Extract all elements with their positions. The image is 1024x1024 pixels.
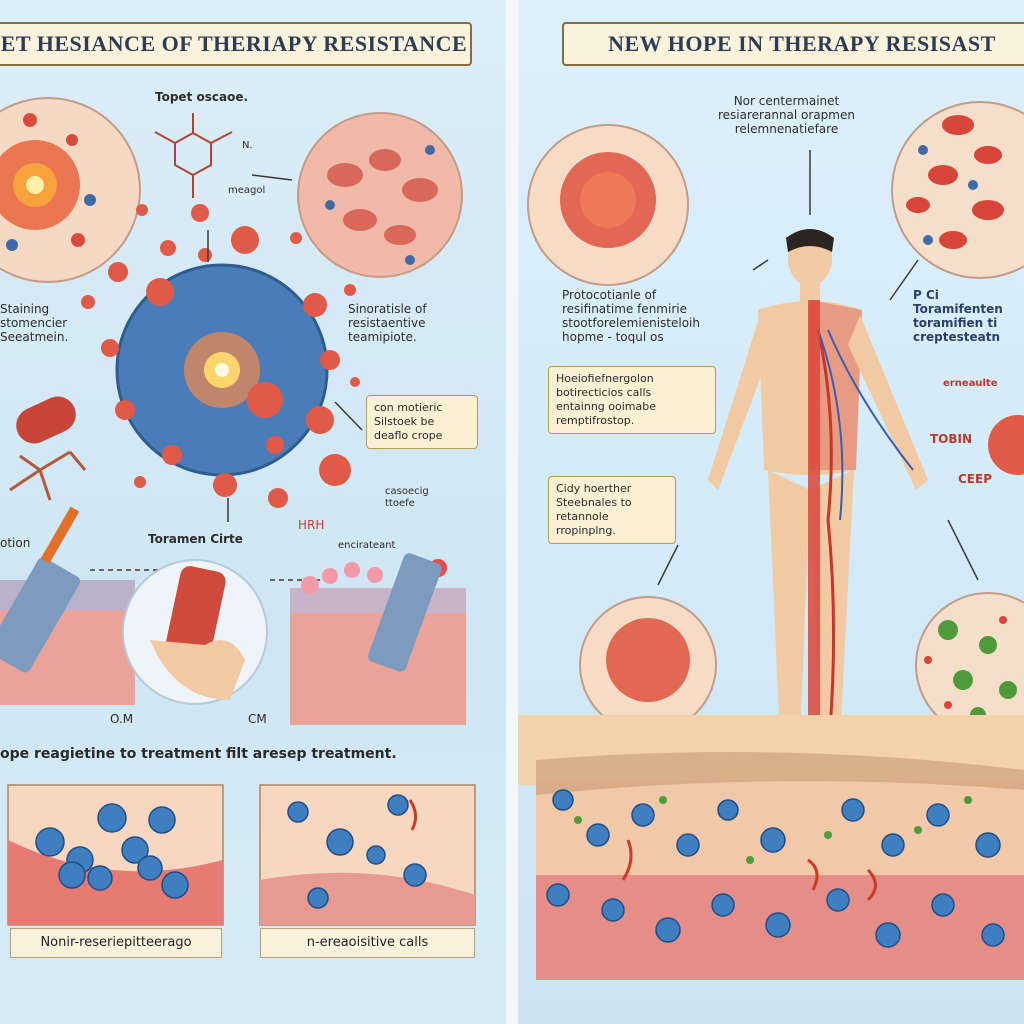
label-hrh: HRH (298, 518, 325, 532)
left-caption-line: ope reagietine to treatment filt aresep … (0, 746, 397, 762)
blood-cells-circle (891, 101, 1024, 279)
bacterium (16, 396, 76, 444)
label-staining: Staining stomencier Seeatmein. (0, 302, 69, 344)
molecule-bead (191, 204, 209, 222)
label-om: O.M (110, 712, 134, 726)
tumor-closeup-circle (0, 97, 141, 283)
central-cancer-cell (115, 263, 329, 477)
label-cascading: casoecig ttoefe (385, 486, 429, 509)
caption-box-left: Nonir-reseriepitteerago (10, 928, 222, 958)
treatment-tissue-left (0, 506, 135, 705)
tumor-closeup-circle-right (527, 124, 689, 286)
bottom-left-tissue (7, 784, 224, 926)
label-simulation: Sinoratisle of resistaentive teamipiote. (348, 302, 427, 344)
molecule-structure (154, 113, 233, 198)
label-ceep: CEEP (958, 472, 992, 486)
left-illustration (0, 97, 476, 926)
panel-divider (506, 0, 518, 1024)
right-note-box-a: Hoeiofiefnergolon botirecticios calls en… (548, 366, 716, 434)
tumor-circle-bottom-left (579, 596, 717, 734)
label-top-escape: Topet oscaoe. (155, 90, 249, 104)
right-illustration (518, 101, 1024, 980)
left-panel: ET HESIANCE OF THERIAPY RESISTANCE Topet… (0, 0, 506, 1024)
label-toramifen: P Ci Toramifenten toramifien ti creptest… (913, 288, 1003, 344)
treatment-tissue-right (290, 553, 466, 725)
label-encirculation: encirateant (338, 540, 396, 551)
label-ermeauite: erneaulte (943, 378, 998, 389)
neuron-structure (9, 450, 87, 501)
hand-circle (122, 559, 268, 705)
right-flow-arrows (657, 150, 979, 586)
label-cm: CM (248, 712, 267, 726)
label-protocol: Protocotianle of resifinatime fenmirie s… (562, 288, 700, 344)
skin-tissue-layer (518, 715, 1024, 980)
tissue-sample-circle (297, 112, 463, 278)
label-torbin: TOBIN (930, 432, 973, 446)
label-otion: otion (0, 536, 31, 550)
left-title: ET HESIANCE OF THERIAPY RESISTANCE (0, 22, 472, 66)
right-note-box-b: Cidy hoerther Steebnales to retannole rr… (548, 476, 676, 544)
right-panel: NEW HOPE IN THERAPY RESISAST Nor centerm… (518, 0, 1024, 1024)
bottom-right-tissue (259, 784, 476, 926)
label-toramen: Toramen Cirte (148, 532, 243, 546)
label-molecule-n: N. (242, 140, 253, 151)
side-cell-circle (988, 415, 1024, 475)
drug-particles (81, 204, 360, 508)
left-note-box: con motieric Silstoek be deaflo crope (366, 395, 478, 449)
label-right-top: Nor centermainet resiarerannal orapmen r… (718, 94, 855, 136)
label-molecule-meagol: meagol (228, 185, 266, 196)
caption-box-right: n-ereaoisitive calls (260, 928, 475, 958)
right-title: NEW HOPE IN THERAPY RESISAST (562, 22, 1024, 66)
green-cells-circle (915, 592, 1024, 738)
